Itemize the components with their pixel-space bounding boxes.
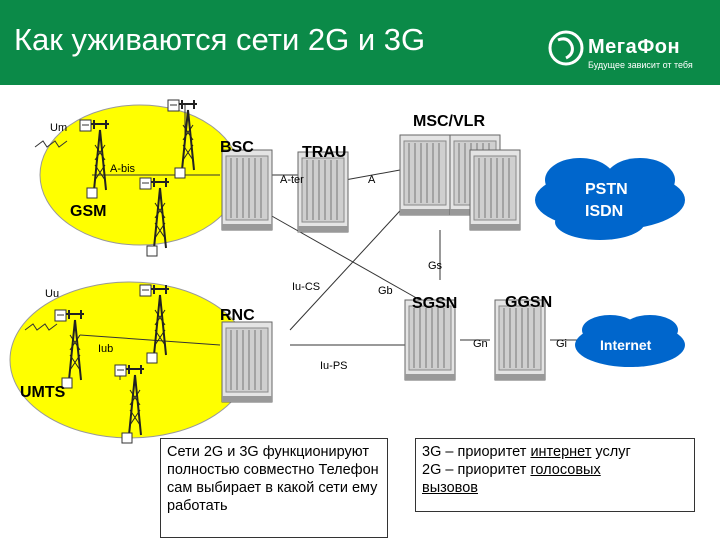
label-iups: Iu-PS — [320, 360, 348, 372]
label-gi: Gi — [556, 338, 567, 350]
label-gn: Gn — [473, 338, 488, 350]
label-gsm: GSM — [70, 203, 106, 220]
label-gb: Gb — [378, 285, 393, 297]
trau-cabinet — [297, 151, 349, 233]
umts-cell — [9, 281, 251, 439]
label-ggsn: GGSN — [505, 294, 552, 311]
label-msc: MSC/VLR — [413, 113, 485, 130]
label-abis: A-bis — [110, 163, 136, 175]
label-trau: TRAU — [302, 144, 346, 161]
note-left: Сети 2G и 3G функционируют полностью сов… — [160, 438, 388, 538]
logo-tagline: Будущее зависит от тебя — [588, 60, 693, 70]
link-internet[interactable]: интернет — [530, 444, 592, 460]
label-a: A — [368, 174, 376, 186]
label-pstn: PSTN — [585, 181, 628, 198]
ggsn-cabinet — [494, 299, 546, 381]
connection-lines — [79, 103, 580, 380]
label-internet: Internet — [600, 337, 652, 353]
label-gs: Gs — [428, 260, 443, 272]
sgsn-cabinet — [404, 299, 456, 381]
bsc-cabinet — [221, 149, 273, 231]
note-right-text: 3G – приоритет — [422, 444, 531, 460]
label-sgsn: SGSN — [412, 295, 457, 312]
um-radio-wave — [34, 140, 68, 148]
header-bar: Как уживаются сети 2G и 3G МегаФон Будущ… — [0, 0, 720, 85]
megafon-logo-icon — [548, 30, 584, 66]
label-ater: A-ter — [280, 174, 304, 186]
internet-cloud — [575, 315, 685, 367]
label-rnc: RNC — [220, 307, 255, 324]
link-voice[interactable]: голосовых — [530, 462, 601, 478]
label-iub: Iub — [98, 343, 113, 355]
note-right-line1: 3G – приоритет интернет услуг — [422, 443, 688, 461]
network-diagram: Um A-bis GSM BSC TRAU MSC/VLR A-ter A PS… — [9, 99, 685, 444]
note-right-line3: вызовов — [422, 479, 688, 497]
megafon-logo: МегаФон Будущее зависит от тебя — [548, 28, 718, 74]
note-right-text: 2G – приоритет — [422, 462, 531, 478]
label-iucs: Iu-CS — [292, 281, 320, 293]
note-right-line2: 2G – приоритет голосовых — [422, 461, 688, 479]
page-title: Как уживаются сети 2G и 3G — [14, 22, 426, 57]
logo-name: МегаФон — [588, 36, 681, 58]
label-isdn: ISDN — [585, 203, 623, 220]
note-right: 3G – приоритет интернет услуг 2G – приор… — [415, 438, 695, 512]
label-um: Um — [50, 122, 67, 134]
uu-radio-wave — [24, 323, 58, 331]
label-uu: Uu — [45, 288, 59, 300]
rnc-cabinet — [221, 321, 273, 403]
label-bsc: BSC — [220, 139, 254, 156]
label-umts: UMTS — [20, 384, 66, 401]
msc-cabinet — [399, 134, 521, 231]
link-calls[interactable]: вызовов — [422, 480, 478, 496]
note-right-text: услуг — [591, 444, 631, 460]
pstn-isdn-cloud — [535, 158, 685, 240]
